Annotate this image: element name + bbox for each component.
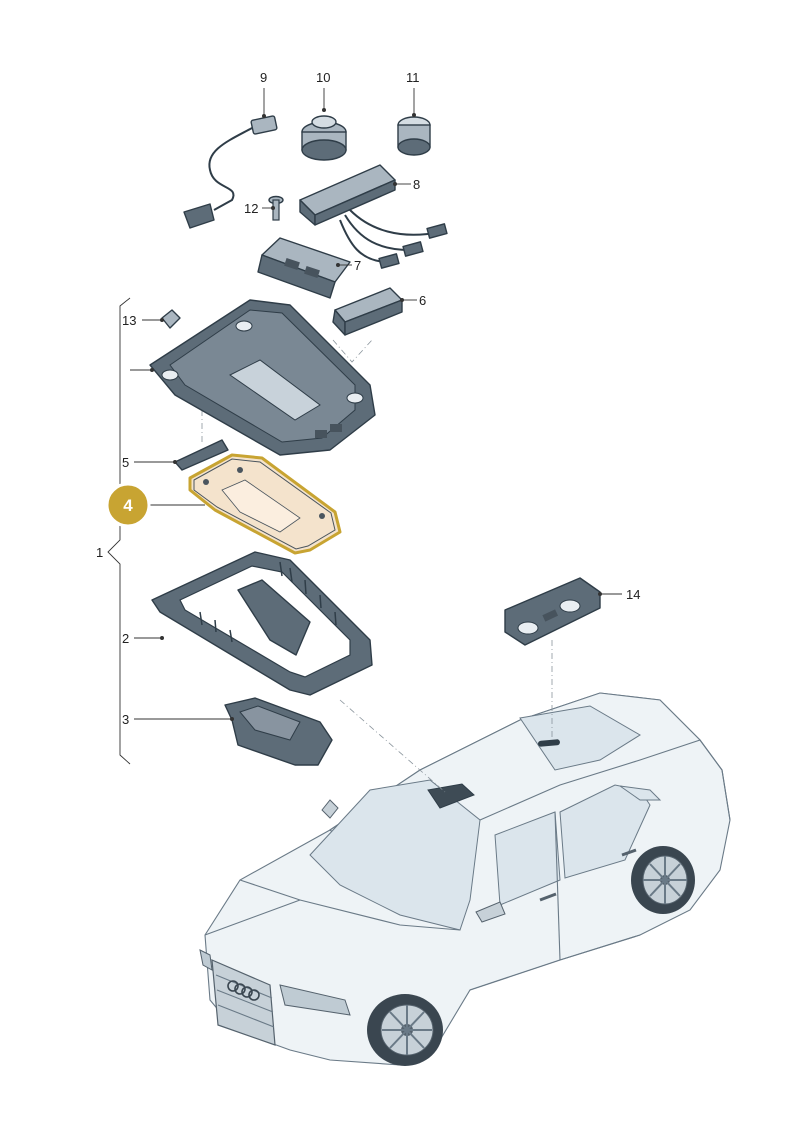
part-13-clip <box>161 309 181 329</box>
callout-11: 11 <box>406 70 420 85</box>
callout-14: 14 <box>626 587 640 602</box>
callout-8: 8 <box>413 177 420 192</box>
part-4-highlighted-mat <box>188 453 342 555</box>
rear-wheel <box>631 846 695 914</box>
front-wheel <box>367 994 443 1066</box>
callout-4-badge[interactable]: 4 <box>105 482 151 528</box>
part-9-wire-harness <box>183 115 278 229</box>
callout-3: 3 <box>122 712 129 727</box>
part-10-knob <box>301 115 347 161</box>
part-11-lamp <box>397 116 431 156</box>
leader-lines <box>130 88 622 721</box>
callout-5: 5 <box>122 455 129 470</box>
callout-2: 2 <box>122 631 129 646</box>
car-illustration <box>199 692 731 1066</box>
part-3-cover <box>224 697 333 766</box>
callout-labels: 9 10 11 8 12 7 6 13 5 1 2 3 14 <box>96 70 640 727</box>
callout-1: 1 <box>96 545 103 560</box>
callout-10: 10 <box>316 70 330 85</box>
callout-13: 13 <box>122 313 136 328</box>
audi-rings-logo <box>227 980 260 1001</box>
callout-4: 4 <box>123 496 133 515</box>
part-7-switch-unit <box>257 237 351 299</box>
assembly-bracket <box>107 297 131 765</box>
callout-9: 9 <box>260 70 267 85</box>
part-5-lens-strip <box>174 439 229 471</box>
callout-6: 6 <box>419 293 426 308</box>
callout-12: 12 <box>244 201 258 216</box>
part-6-button-strip <box>332 287 403 336</box>
part-2-frame <box>151 551 373 696</box>
callout-7: 7 <box>354 258 361 273</box>
part-8-control-module <box>299 164 448 269</box>
part-14-rear-module <box>504 577 601 646</box>
console-housing <box>149 299 376 456</box>
